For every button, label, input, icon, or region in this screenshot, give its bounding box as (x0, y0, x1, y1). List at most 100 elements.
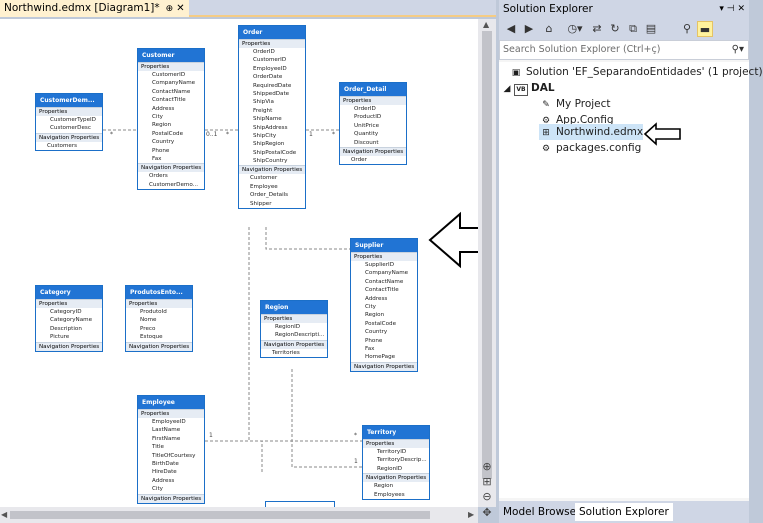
navigation-section[interactable]: Navigation Properties (351, 361, 417, 371)
back-icon[interactable]: ◀ (506, 22, 516, 35)
preview-icon[interactable]: ▬ (697, 21, 713, 37)
entity-property[interactable]: CustomerTypeID (50, 117, 96, 123)
entity-property[interactable]: Address (365, 295, 388, 302)
entity-header[interactable]: ProdutosEnto... (126, 286, 192, 299)
entity-property[interactable]: Phone (152, 147, 170, 154)
dropdown-icon[interactable]: ▾ (719, 4, 724, 14)
close-icon[interactable]: ✕ (176, 3, 185, 14)
entity-property[interactable]: OrderDate (253, 74, 283, 81)
entity-property[interactable]: TitleOfCourtesy (152, 452, 196, 459)
entity-property[interactable]: TerritoryID (377, 449, 407, 455)
entity-property[interactable]: BirthDate (152, 460, 179, 467)
navigation-property[interactable]: Order_Details (250, 192, 289, 199)
entity-property[interactable]: Title (152, 444, 164, 451)
zoom-in-icon[interactable]: ⊕ (482, 460, 492, 473)
properties-section[interactable]: Properties (36, 107, 102, 116)
entity-property[interactable]: CompanyName (365, 270, 409, 277)
entity-property[interactable]: ShipAddress (253, 124, 288, 131)
navigation-section[interactable]: Navigation Properties (36, 341, 102, 351)
navigation-property[interactable]: Employees (374, 491, 405, 498)
entity-header[interactable]: Order_Detail (340, 83, 406, 96)
entity-property[interactable]: Preco (140, 325, 156, 332)
navigation-section[interactable]: Navigation Properties (340, 146, 406, 156)
entity-property[interactable]: City (152, 113, 163, 120)
entity-property[interactable]: City (365, 303, 376, 310)
entity-property[interactable]: Region (365, 312, 385, 319)
properties-section[interactable]: Properties (138, 62, 204, 71)
entity-property[interactable]: Nome (140, 317, 157, 324)
entity-property[interactable]: Estoque (140, 334, 163, 341)
entity-header[interactable]: Region (261, 301, 327, 314)
copy-icon[interactable]: ⧉ (629, 22, 637, 35)
entity-header[interactable]: Territory (363, 426, 429, 439)
pin-icon[interactable]: ⊣ (726, 4, 735, 14)
tab-solution-explorer[interactable]: Solution Explorer (575, 503, 673, 521)
properties-icon[interactable]: ⚲ (682, 22, 692, 35)
entity-property[interactable]: ShipCity (253, 132, 277, 139)
properties-section[interactable]: Properties (261, 314, 327, 323)
properties-section[interactable]: Properties (239, 39, 305, 48)
navigation-property[interactable]: Orders (149, 173, 168, 180)
vertical-scroll-thumb[interactable] (482, 31, 492, 479)
entity-property[interactable]: HireDate (152, 469, 177, 476)
entity-property[interactable]: ProdutoId (140, 309, 167, 315)
entity-property[interactable]: Fax (152, 155, 162, 162)
entity-property[interactable]: Description (50, 325, 82, 332)
sync-icon[interactable]: ⇄ (592, 22, 602, 35)
refresh-icon[interactable]: ↻ (610, 22, 620, 35)
entity-property[interactable]: CompanyName (152, 80, 196, 87)
scroll-left-icon[interactable]: ◀ (1, 510, 8, 519)
entity-property[interactable]: CustomerID (253, 57, 287, 64)
entity-property[interactable]: ShippedDate (253, 90, 290, 97)
entity-property[interactable]: Address (152, 105, 175, 112)
history-icon[interactable]: ◷▾ (567, 22, 583, 35)
pan-icon[interactable]: ✥ (482, 506, 492, 519)
navigation-property[interactable]: Customers (47, 142, 78, 149)
entity-property[interactable]: ShipName (253, 116, 282, 123)
entity-property[interactable]: CustomerDesc (50, 125, 91, 132)
entity-header[interactable]: Customer (138, 49, 204, 62)
entity-property[interactable]: ShipRegion (253, 141, 285, 148)
navigation-property[interactable]: Territories (272, 349, 300, 356)
navigation-property[interactable]: Employee (250, 183, 278, 190)
entity-property[interactable]: ContactTitle (152, 97, 186, 104)
entity-header[interactable]: Supplier (351, 239, 417, 252)
entity-property[interactable]: RegionID (377, 465, 403, 472)
entity-property[interactable]: Address (152, 477, 175, 484)
entity-property[interactable]: EmployeeID (253, 65, 287, 72)
pin-icon[interactable]: ⊕ (165, 4, 174, 14)
entity-property[interactable]: Quantity (354, 131, 379, 138)
tree-solution[interactable]: ▣Solution 'EF_SeparandoEntidades' (1 pro… (509, 64, 763, 80)
entity-property[interactable]: SupplierID (365, 262, 395, 268)
show-files-icon[interactable]: ▤ (645, 22, 657, 35)
search-input[interactable]: Search Solution Explorer (Ctrl+ç) ⚲▾ (499, 40, 749, 60)
entity-property[interactable]: Freight (253, 107, 273, 114)
entity-property[interactable]: ShipPostalCode (253, 149, 297, 156)
entity-property[interactable]: PostalCode (152, 130, 184, 137)
entity-property[interactable]: OrderID (253, 49, 275, 55)
entity-property[interactable]: CategoryName (50, 317, 93, 324)
navigation-section[interactable]: Navigation Properties (239, 165, 305, 175)
entity-property[interactable]: ContactName (152, 88, 191, 95)
properties-section[interactable]: Properties (126, 299, 192, 308)
entity-property[interactable]: ContactName (365, 278, 404, 285)
entity-property[interactable]: CustomerID (152, 72, 186, 78)
entity-property[interactable]: Discount (354, 139, 379, 146)
entity-property[interactable]: LastName (152, 427, 181, 434)
entity-property[interactable]: PostalCode (365, 320, 397, 327)
entity-property[interactable]: Phone (365, 337, 383, 344)
entity-property[interactable]: Fax (365, 345, 375, 352)
vertical-scrollbar[interactable]: ▲ (478, 19, 496, 507)
entity-property[interactable]: Region (152, 122, 172, 129)
tree-item-northwind-edmx[interactable]: ⊞Northwind.edmx (539, 124, 643, 140)
entity-property[interactable]: TerritoryDescrip... (377, 457, 427, 464)
navigation-section[interactable]: Navigation Properties (363, 473, 429, 483)
entity-property[interactable]: RegionDescripti... (275, 332, 325, 339)
